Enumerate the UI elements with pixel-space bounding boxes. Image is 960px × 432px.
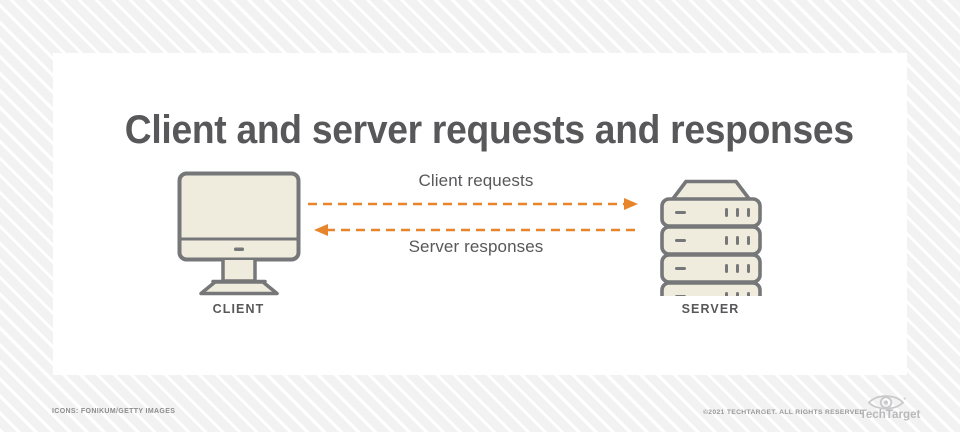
techtarget-wordmark: TechTarget (860, 408, 921, 421)
server-node: SERVER (643, 171, 778, 316)
client-icon-wrap (171, 171, 306, 296)
client-requests-arrow (308, 198, 638, 210)
copyright-notice: ©2021 TECHTARGET. ALL RIGHTS RESERVED (703, 409, 865, 416)
client-label: CLIENT (212, 302, 265, 316)
client-server-diagram: CLIENT Client requests Server responses (53, 53, 907, 375)
desktop-monitor-icon (177, 171, 300, 296)
techtarget-logo: TechTarget (860, 395, 921, 421)
client-node: CLIENT (171, 171, 306, 316)
server-icon-wrap (643, 171, 778, 296)
icon-credit: ICONS: FONIKUM/GETTY IMAGES (52, 408, 176, 415)
server-label: SERVER (681, 302, 740, 316)
page-title: Client and server requests and responses (124, 107, 854, 152)
server-responses-arrow (314, 224, 636, 236)
flow-arrows: Client requests Server responses (308, 171, 644, 281)
eye-icon (868, 395, 906, 410)
server-responses-label: Server responses (408, 237, 544, 256)
client-requests-label: Client requests (418, 171, 534, 190)
content-card: Client and server requests and responses (53, 53, 907, 375)
server-rack-icon (659, 179, 762, 296)
